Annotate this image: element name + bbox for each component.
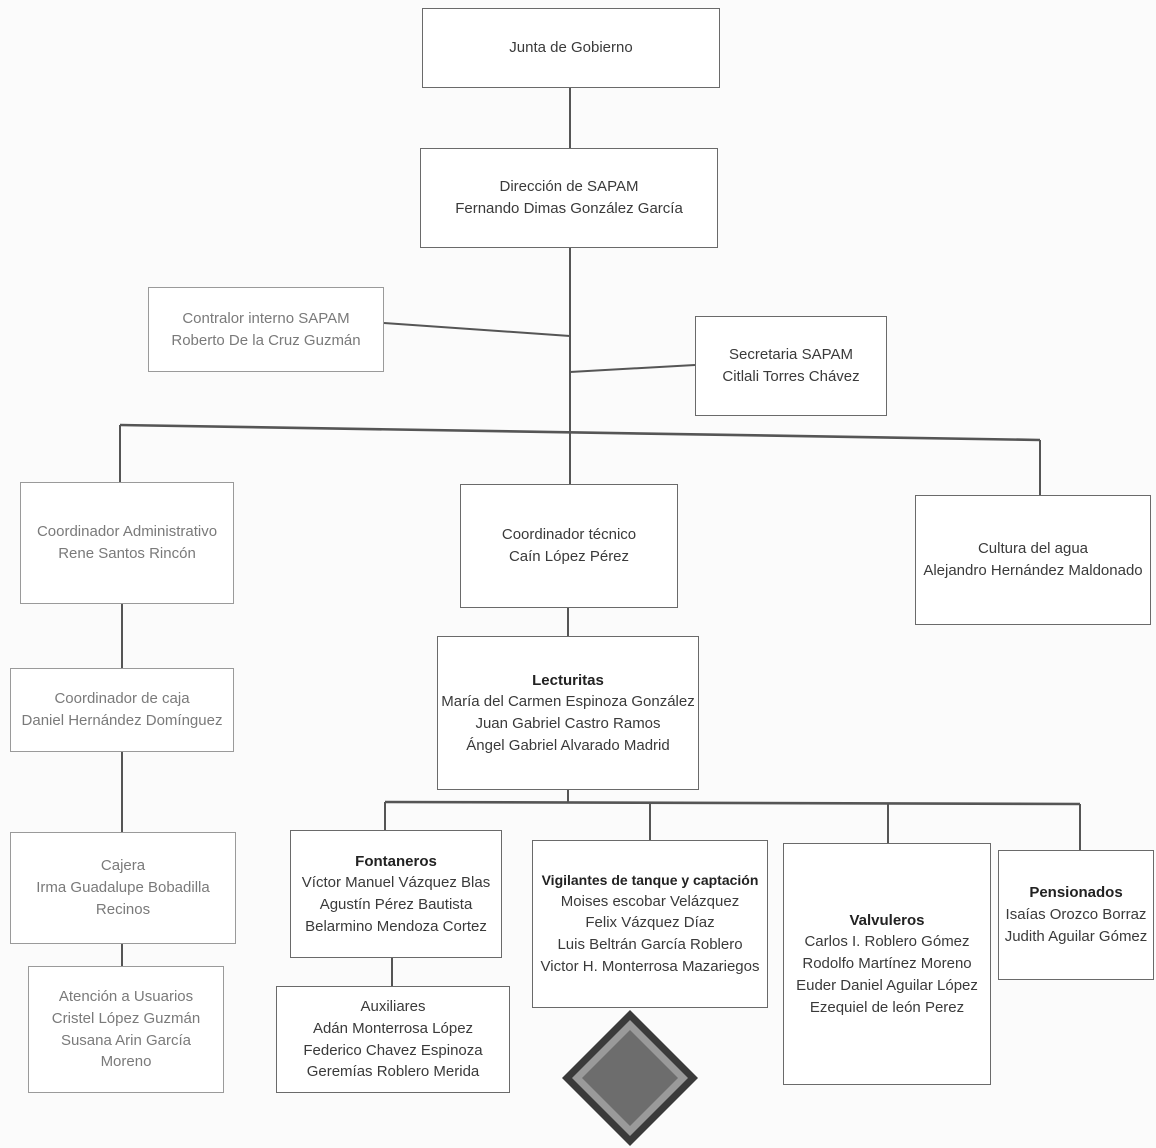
box-line: Coordinador técnico [501,526,637,544]
box-contralor: Contralor interno SAPAM Roberto De la Cr… [148,287,384,372]
box-line: Victor H. Monterrosa Mazariegos [540,957,760,975]
box-line: Víctor Manuel Vázquez Blas [301,874,491,892]
box-title: Pensionados [1029,884,1123,902]
box-line: Euder Daniel Aguilar López [796,976,978,994]
seal-emblem [562,1010,698,1146]
box-line: Recinos [95,900,151,918]
box-line: Federico Chavez Espinoza [303,1041,483,1059]
box-vigilantes: Vigilantes de tanque y captación Moises … [532,840,768,1008]
box-secretaria: Secretaria SAPAM Citlali Torres Chávez [695,316,887,416]
box-line: Carlos I. Roblero Gómez [804,933,970,951]
box-cultura-del-agua: Cultura del agua Alejandro Hernández Mal… [915,495,1151,625]
box-atencion-a-usuarios: Atención a Usuarios Cristel López Guzmán… [28,966,224,1093]
box-line: Susana Arin García [60,1031,192,1049]
box-line: Cajera [100,857,146,875]
box-line: Agustín Pérez Bautista [319,896,473,913]
box-line: Judith Aguilar Gómez [1004,927,1148,945]
box-line: Ángel Gabriel Alvarado Madrid [466,736,670,754]
box-line: Auxiliares [360,998,426,1015]
box-line: Juan Gabriel Castro Ramos [475,715,661,732]
box-line: Isaías Orozco Borraz [1005,906,1147,924]
box-line: Cultura del agua [977,540,1089,558]
box-line: Rene Santos Rincón [58,545,196,562]
box-title: Lecturitas [532,671,604,689]
box-cajera: Cajera Irma Guadalupe Bobadilla Recinos [10,832,236,944]
box-lecturistas: Lecturitas María del Carmen Espinoza Gon… [437,636,699,790]
box-line: Daniel Hernández Domínguez [21,712,223,729]
box-line: Roberto De la Cruz Guzmán [171,331,361,349]
box-junta-de-gobierno: Junta de Gobierno [422,8,720,88]
box-fontaneros: Fontaneros Víctor Manuel Vázquez Blas Ag… [290,830,502,958]
box-line: Moreno [100,1053,152,1071]
box-line: Coordinador Administrativo [36,523,218,541]
box-pensionados: Pensionados Isaías Orozco Borraz Judith … [998,850,1154,980]
box-line: Citlali Torres Chávez [722,368,860,385]
box-line: Junta de Gobierno [509,39,633,57]
connector-lines [119,88,1081,986]
box-line: Geremías Roblero Merida [306,1063,480,1081]
box-coordinador-administrativo: Coordinador Administrativo Rene Santos R… [20,482,234,604]
box-line: Fernando Dimas González García [455,200,683,217]
box-line: María del Carmen Espinoza González [441,693,695,711]
box-valvuleros: Valvuleros Carlos I. Roblero Gómez Rodol… [783,843,991,1085]
box-title: Vigilantes de tanque y captación [541,872,759,889]
box-line: Irma Guadalupe Bobadilla [36,879,210,897]
box-line: Secretaria SAPAM [729,346,853,364]
box-line: Belarmino Mendoza Cortez [305,917,487,935]
box-auxiliares: Auxiliares Adán Monterrosa López Federic… [276,986,510,1093]
box-line: Atención a Usuarios [58,988,194,1005]
box-line: Luis Beltrán García Roblero [557,936,743,954]
box-coordinador-tecnico: Coordinador técnico Caín López Pérez [460,484,678,608]
box-line: Coordinador de caja [54,690,190,708]
box-coordinador-de-caja: Coordinador de caja Daniel Hernández Dom… [10,668,234,752]
box-line: Cristel López Guzmán [51,1009,201,1027]
box-line: Felix Vázquez Díaz [585,914,715,932]
box-direccion: Dirección de SAPAM Fernando Dimas Gonzál… [420,148,718,248]
box-line: Adán Monterrosa López [312,1019,474,1037]
box-line: Rodolfo Martínez Moreno [802,955,972,973]
box-title: Fontaneros [355,852,437,870]
box-line: Caín López Pérez [508,548,630,565]
box-line: Ezequiel de león Perez [809,998,965,1016]
box-line: Contralor interno SAPAM [182,309,350,327]
box-line: Moises escobar Velázquez [560,892,740,910]
box-line: Dirección de SAPAM [499,178,639,196]
box-title: Valvuleros [849,911,925,929]
box-line: Alejandro Hernández Maldonado [923,562,1143,579]
